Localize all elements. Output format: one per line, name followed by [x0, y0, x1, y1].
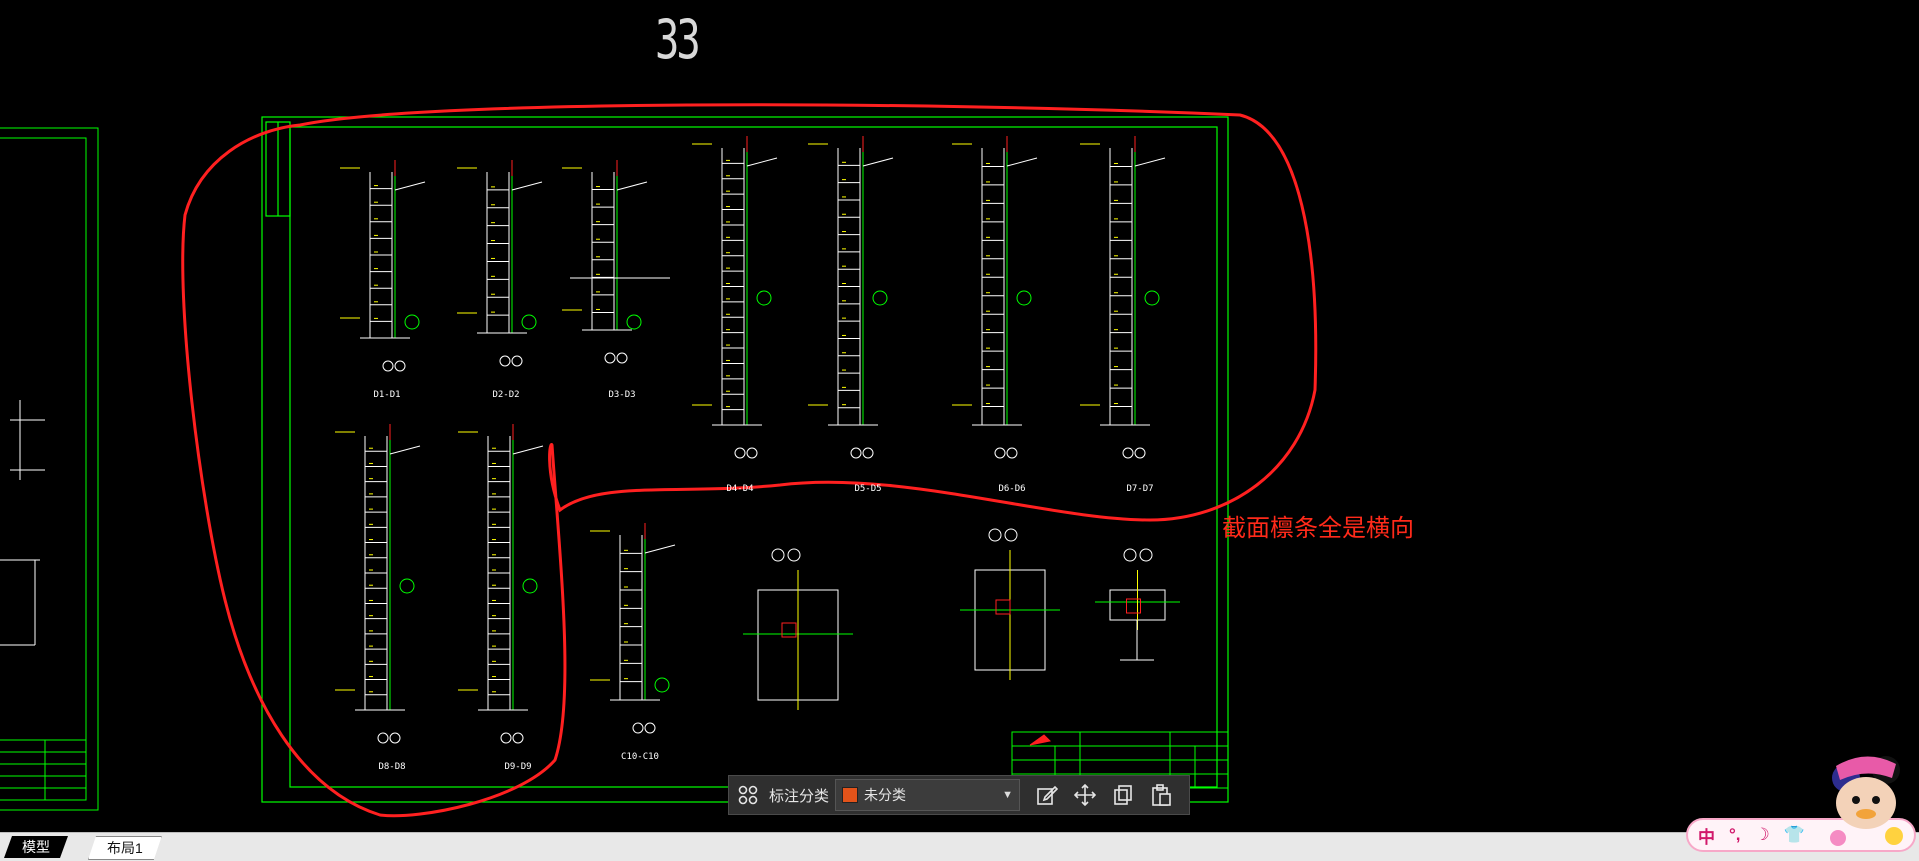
- category-select[interactable]: 未分类 ▼: [835, 779, 1021, 811]
- view-label: D1-D1: [373, 390, 401, 400]
- annotation-text: 截面檩条全是横向: [1222, 514, 1414, 542]
- shirt-icon[interactable]: 👕: [1783, 825, 1805, 844]
- view-label: D4-D4: [726, 484, 754, 494]
- left-partial-sheet: [0, 127, 99, 811]
- tab-layout1[interactable]: 布局1: [88, 836, 162, 860]
- annotation-toolbar: 标注分类 未分类 ▼: [728, 775, 1190, 815]
- view-label: D2-D2: [492, 390, 520, 400]
- category-value: 未分类: [864, 787, 907, 803]
- layout-tab-bar: 模型 布局1: [0, 832, 1919, 861]
- paste-icon[interactable]: [1142, 776, 1180, 814]
- cad-drawing-canvas[interactable]: 33 截面檩条全是横向 D1-D1 D2-D2 D3-D3 D4-D4 D5-D…: [0, 0, 1919, 832]
- ime-punct-icon[interactable]: °,: [1729, 825, 1741, 844]
- tab-model[interactable]: 模型: [4, 836, 68, 858]
- moon-icon[interactable]: ☽: [1754, 825, 1770, 844]
- view-label: D7-D7: [1126, 484, 1154, 494]
- title-block: [1011, 731, 1229, 789]
- view-label: D5-D5: [854, 484, 882, 494]
- view-label: D8-D8: [378, 762, 406, 772]
- category-color-swatch: [842, 787, 859, 803]
- move-icon[interactable]: [1066, 776, 1104, 814]
- annotation-outline: [181, 103, 1318, 818]
- copy-icon[interactable]: [1104, 776, 1142, 814]
- edit-icon[interactable]: [1028, 776, 1066, 814]
- category-grid-icon[interactable]: [729, 776, 767, 814]
- view-label: D3-D3: [608, 390, 636, 400]
- view-label: D6-D6: [998, 484, 1026, 494]
- sheet-frame: [261, 116, 1229, 803]
- chevron-down-icon: ▼: [1002, 789, 1014, 801]
- sheet-number: 33: [655, 8, 701, 71]
- ime-mode[interactable]: 中: [1698, 827, 1715, 847]
- ime-mascot-icon: [1830, 756, 1903, 846]
- category-label: 标注分类: [769, 787, 830, 805]
- view-label: C10-C10: [621, 752, 659, 762]
- view-label: D9-D9: [504, 762, 532, 772]
- cad-drawing: [0, 103, 1318, 818]
